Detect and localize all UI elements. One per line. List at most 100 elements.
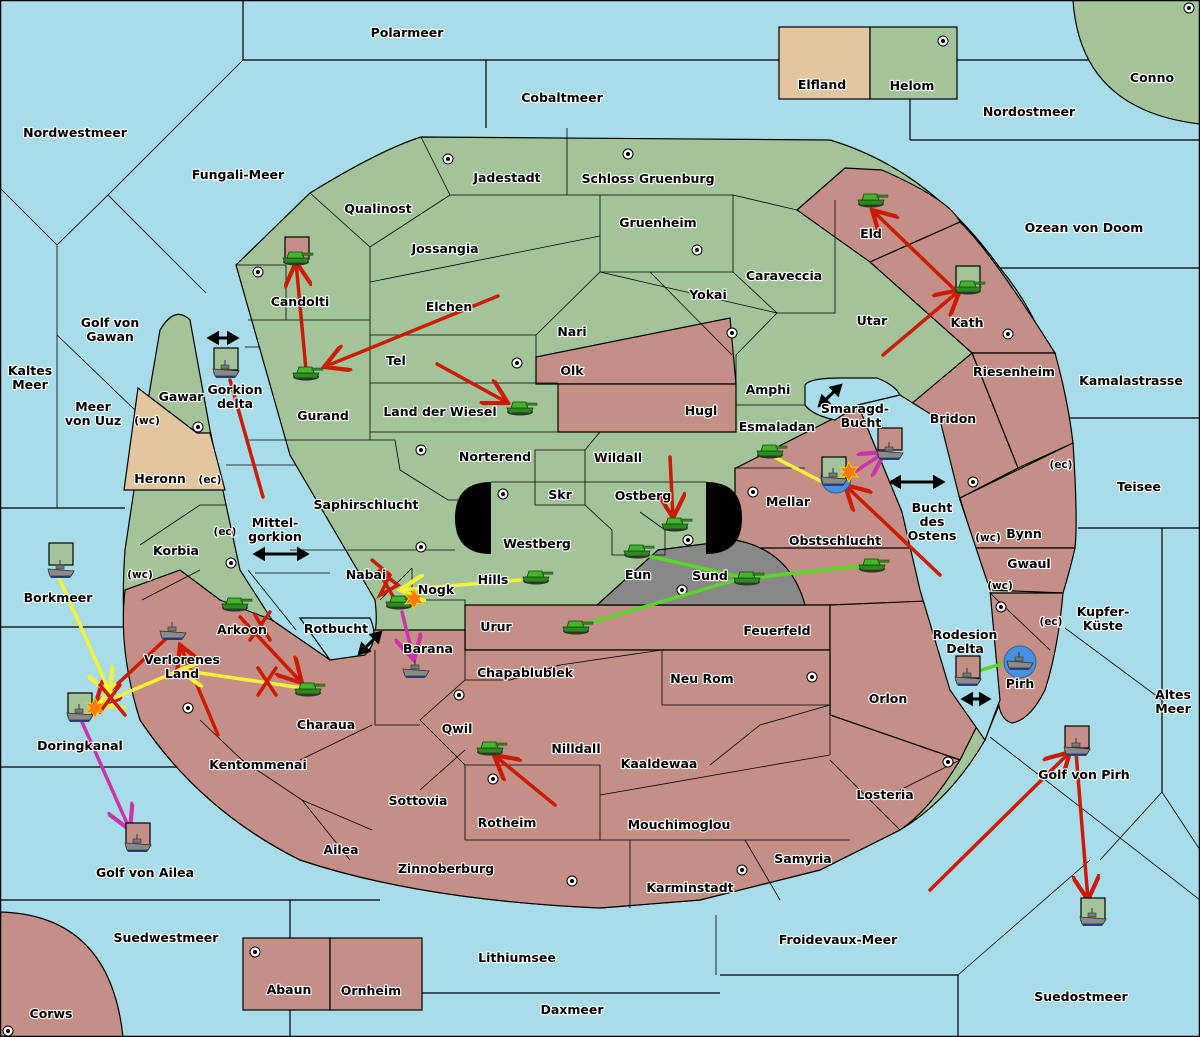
- orders: [56, 210, 1088, 900]
- label-nordostmeer: Nordostmeer: [983, 104, 1076, 119]
- label-mellar: Mellar: [766, 494, 811, 509]
- label-qwil: Qwil: [442, 721, 473, 736]
- label-samyria: Samyria: [774, 851, 832, 866]
- label-smaragd-bucht-2: Bucht: [841, 415, 882, 430]
- label-riesenheim: Riesenheim: [973, 364, 1055, 379]
- label-suedwestmeer: Suedwestmeer: [114, 930, 220, 945]
- order-move-arrow: [435, 362, 508, 403]
- province-corws[interactable]: [0, 911, 124, 1037]
- label-lithiumsee: Lithiumsee: [478, 950, 556, 965]
- label-abaun: Abaun: [267, 982, 312, 997]
- supply-center-icon: [415, 541, 427, 553]
- label-bynn: Bynn: [1006, 526, 1041, 541]
- supply-center-icon: [942, 756, 954, 768]
- explosion-icon: [403, 587, 425, 611]
- label-gurand: Gurand: [297, 408, 349, 423]
- passage-arrow-icon: [357, 630, 383, 656]
- supply-center-icon: [967, 476, 979, 488]
- label-rodesion-delta-2: Delta: [946, 641, 984, 656]
- label-bynn-wc: (wc): [975, 532, 1001, 544]
- label-verlorenes-land: Verlorenes: [144, 652, 220, 667]
- supply-center-icon: [497, 488, 509, 500]
- supply-center-icon: [995, 601, 1007, 613]
- label-tel: Tel: [386, 353, 406, 368]
- label-ozean-von-doom: Ozean von Doom: [1025, 220, 1144, 235]
- label-kaltes-meer-2: Meer: [12, 377, 48, 392]
- label-kentommenai: Kentommenai: [209, 757, 307, 772]
- label-utar: Utar: [857, 313, 889, 328]
- label-bridon: Bridon: [930, 411, 976, 426]
- label-sund: Sund: [692, 568, 728, 583]
- label-heronn-ec: (ec): [199, 474, 222, 486]
- label-kath: Kath: [951, 315, 984, 330]
- label-nogk: Nogk: [418, 582, 455, 597]
- explosion-icon: [838, 460, 860, 484]
- label-feuerfeld: Feuerfeld: [743, 623, 810, 638]
- label-rodesion-delta: Rodesion: [933, 627, 998, 642]
- label-gwaul-ec: (ec): [1040, 616, 1063, 628]
- supply-center-icon: [225, 557, 237, 569]
- order-move-arrow: [670, 455, 673, 518]
- label-elchen: Elchen: [426, 299, 473, 314]
- supply-center-icon: [622, 148, 634, 160]
- label-barana: Barana: [403, 641, 453, 656]
- province-heronn[interactable]: [123, 386, 226, 491]
- label-doringkanal: Doringkanal: [37, 738, 123, 753]
- label-zinnoberburg: Zinnoberburg: [398, 861, 494, 876]
- label-rotbucht: Rotbucht: [304, 621, 368, 636]
- label-korbia-wc: (wc): [127, 569, 153, 581]
- label-rotheim: Rotheim: [478, 815, 537, 830]
- label-norterend: Norterend: [459, 449, 531, 464]
- label-eld: Eld: [860, 226, 882, 241]
- label-borkmeer: Borkmeer: [24, 590, 94, 605]
- order-move-arrow: [296, 262, 306, 372]
- label-land-der-wiesel: Land der Wiesel: [383, 404, 496, 419]
- order-support-arrow: [56, 573, 110, 693]
- label-amphi: Amphi: [746, 382, 791, 397]
- label-skr: Skr: [548, 487, 572, 502]
- label-nari: Nari: [557, 324, 586, 339]
- order-move-arrow: [238, 615, 302, 683]
- label-ornheim: Ornheim: [341, 983, 401, 998]
- label-smaragd-bucht: Smaragd-: [821, 401, 889, 416]
- label-obstschlucht: Obstschlucht: [789, 533, 881, 548]
- label-kamalastrasse: Kamalastrasse: [1079, 373, 1183, 388]
- label-karminstadt: Karminstadt: [646, 880, 733, 895]
- supply-center-icon: [442, 153, 454, 165]
- label-gorkion-delta: Gorkion: [207, 382, 262, 397]
- order-convoy-arrow: [402, 610, 414, 660]
- label-bucht-des-ostens: Bucht: [912, 500, 953, 515]
- coast-labels: (wc) (ec) (ec) (wc) (ec) (wc) (wc) (ec): [126, 414, 1073, 629]
- label-wildall: Wildall: [594, 450, 642, 465]
- label-cobaltmeer: Cobaltmeer: [521, 90, 603, 105]
- label-suedostmeer: Suedostmeer: [1034, 989, 1128, 1004]
- label-gwaul-wc: (wc): [987, 580, 1013, 592]
- label-conno: Conno: [1130, 70, 1175, 85]
- label-nordwestmeer: Nordwestmeer: [23, 125, 128, 140]
- order-convoy-arrow: [80, 720, 130, 830]
- province-borders: [139, 128, 1051, 908]
- label-nilldall: Nilldall: [551, 741, 600, 756]
- impassable-east: [706, 482, 742, 554]
- order-support-arrow: [180, 670, 304, 690]
- label-altes-meer-2: Meer: [1155, 701, 1191, 716]
- label-korbia-ec: (ec): [214, 526, 237, 538]
- label-losteria: Losteria: [856, 787, 913, 802]
- label-polarmeer: Polarmeer: [371, 25, 445, 40]
- order-support-line: [228, 378, 265, 499]
- label-golf-von-gawan: Golf von: [81, 315, 140, 330]
- order-green-line: [634, 551, 747, 580]
- label-urur: Urur: [480, 619, 512, 634]
- province-conno[interactable]: [1072, 0, 1200, 125]
- supply-center-icon: [1183, 2, 1195, 14]
- province-ornheim[interactable]: [329, 937, 423, 1011]
- label-mittelgorkion: Mittel-: [252, 515, 299, 530]
- order-move-arrow: [928, 752, 1070, 892]
- label-korbia: Korbia: [153, 543, 199, 558]
- label-nabai: Nabai: [346, 567, 387, 582]
- supply-center-icon: [249, 946, 261, 958]
- label-chapablublek: Chapablublek: [477, 665, 574, 680]
- label-hugl: Hugl: [685, 403, 718, 418]
- supply-center-icon: [487, 773, 499, 785]
